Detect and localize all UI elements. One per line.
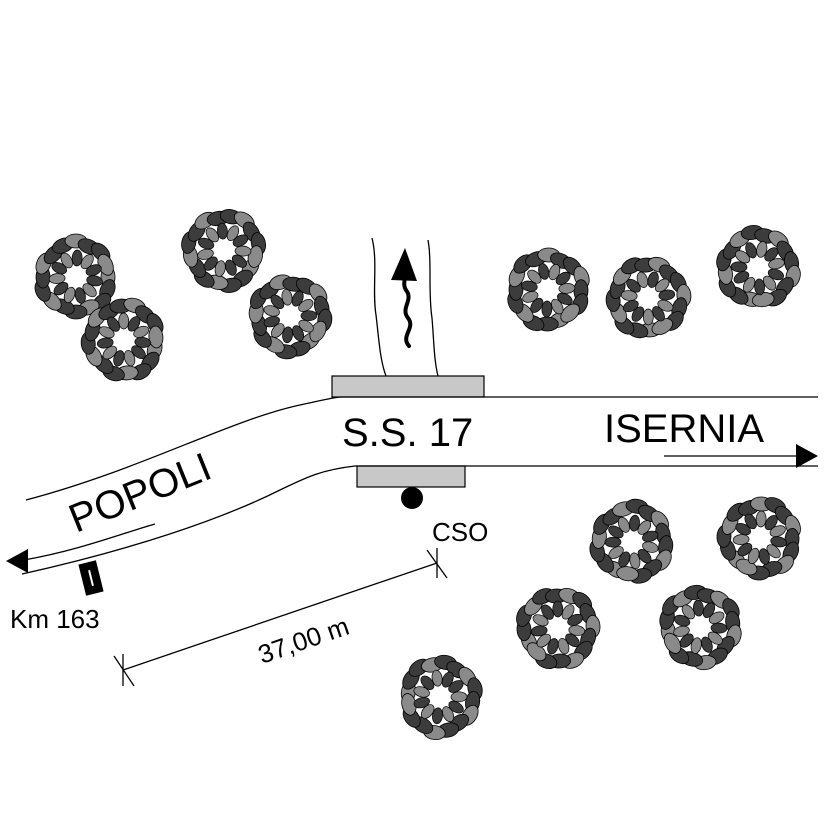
tree-icon <box>400 654 483 741</box>
tree-icon <box>80 297 164 382</box>
tree-icon <box>507 247 590 332</box>
flow-arrow-icon <box>391 248 417 348</box>
station-label: CSO <box>432 517 488 547</box>
bridge-upper <box>331 375 485 398</box>
tree-icon <box>716 496 801 581</box>
road-edge-bottom <box>21 465 818 575</box>
road <box>21 396 818 575</box>
road-label: S.S. 17 <box>342 411 473 455</box>
km-marker-icon <box>78 560 104 596</box>
right-direction-arrow <box>664 444 818 468</box>
stream-bank-right <box>427 239 439 377</box>
bridge-lower <box>356 465 466 488</box>
popoli-label: POPOLI <box>63 445 218 542</box>
tree-icon <box>516 588 601 669</box>
tree-icon <box>248 274 333 360</box>
distance-dimension <box>113 548 448 687</box>
tree-icon <box>716 224 801 308</box>
isernia-label: ISERNIA <box>604 407 764 451</box>
tree-icon <box>605 256 692 339</box>
tree-icon <box>659 584 742 671</box>
trees <box>34 209 801 741</box>
tree-icon <box>34 233 116 320</box>
left-direction-arrow <box>6 523 156 573</box>
stream <box>371 237 439 377</box>
station-dot-icon <box>401 487 423 509</box>
stream-bank-left <box>371 237 387 377</box>
tree-icon <box>181 209 266 293</box>
road-edge-top <box>25 396 818 501</box>
km-label: Km 163 <box>10 604 100 634</box>
tree-icon <box>589 498 674 584</box>
distance-label: 37,00 m <box>254 611 353 670</box>
